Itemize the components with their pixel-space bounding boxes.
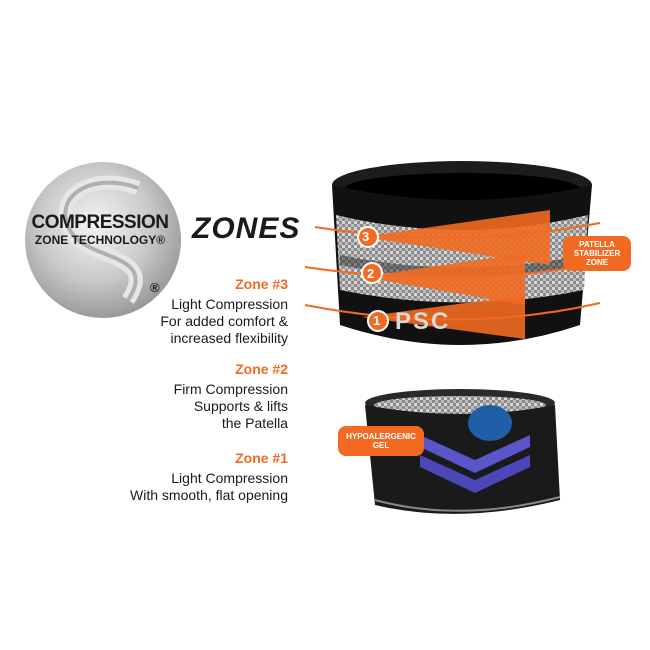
zone-heading: Zone #2 — [235, 361, 288, 377]
logo-text-compression: COMPRESSION — [31, 212, 169, 233]
zone-heading: Zone #3 — [235, 276, 288, 292]
label-line: ZONE — [585, 258, 609, 267]
brand-text: PSC — [395, 308, 451, 335]
zone-line: the Patella — [221, 415, 288, 431]
zones-title: ZONES — [192, 212, 301, 245]
label-line: PATELLA — [579, 240, 615, 249]
compression-logo — [25, 162, 181, 318]
registered-mark: ® — [150, 280, 160, 295]
zone-line: With smooth, flat opening — [130, 487, 288, 503]
zone-line: Firm Compression — [173, 381, 288, 397]
label-line: STABILIZER — [573, 249, 621, 258]
zone-line: Light Compression — [171, 470, 288, 486]
zone-line: Supports & lifts — [193, 398, 288, 414]
zone-2-block: Zone #2 Firm Compression Supports & lift… — [174, 361, 288, 432]
marker-3: 3 — [362, 229, 370, 244]
zone-1-block: Zone #1 Light Compression With smooth, f… — [130, 450, 288, 504]
zone-line: Light Compression — [171, 296, 288, 312]
label-line: HYPOALERGENIC — [346, 432, 416, 441]
zone-heading: Zone #1 — [235, 450, 288, 466]
hypoallergenic-gel-label: HYPOALERGENIC GEL — [338, 426, 424, 456]
patella-zone-label: PATELLA STABILIZER ZONE — [563, 236, 631, 271]
knee-sleeve-image — [304, 161, 601, 345]
logo-text-zone-technology: ZONE TECHNOLOGY® — [34, 233, 166, 247]
marker-1: 1 — [373, 313, 381, 328]
zone-line: For added comfort & — [160, 313, 288, 329]
marker-2: 2 — [367, 266, 375, 281]
zone-3-block: Zone #3 Light Compression For added comf… — [160, 276, 288, 347]
label-line: GEL — [372, 441, 390, 450]
zone-line: increased flexibility — [170, 330, 289, 346]
